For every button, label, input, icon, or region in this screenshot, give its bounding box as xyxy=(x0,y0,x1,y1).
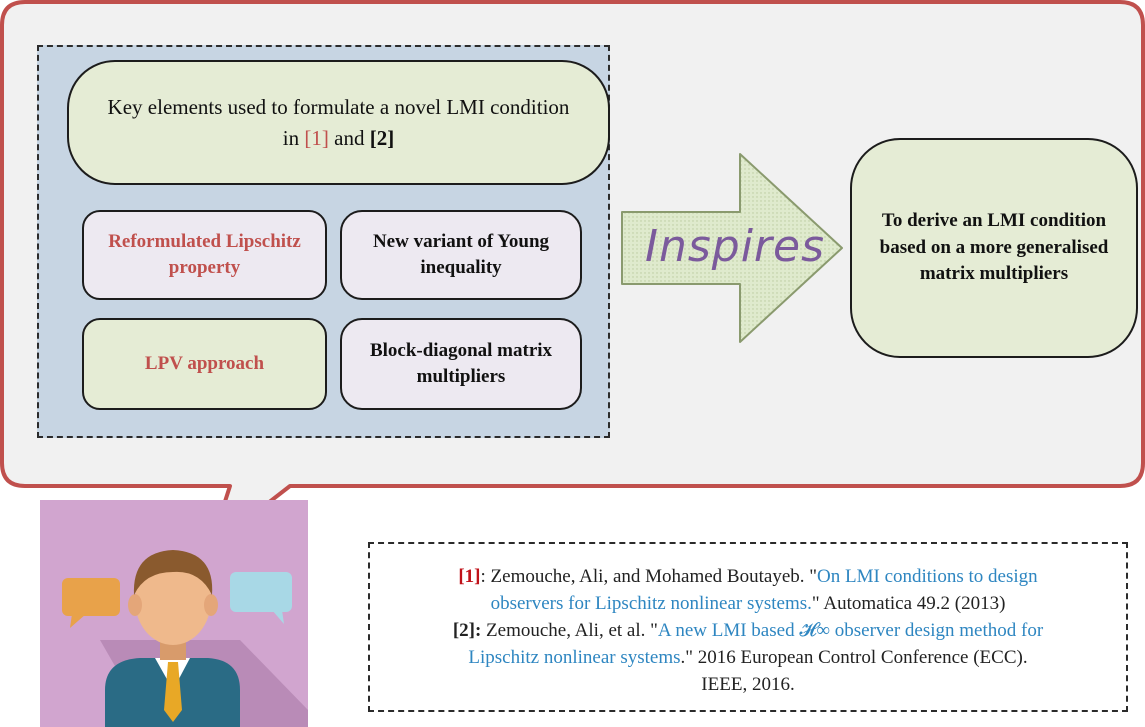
young-inequality-label: New variant of Young inequality xyxy=(372,231,550,278)
reference-2-authors: Zemouche, Ali, et al. " xyxy=(481,619,658,641)
reference-2-title-b[interactable]: Lipschitz nonlinear systems xyxy=(468,646,681,668)
heading-and: and xyxy=(334,125,365,150)
reference-1-authors: : Zemouche, Ali, and Mohamed Boutayeb. " xyxy=(480,566,818,587)
result-box: To derive an LMI condition based on a mo… xyxy=(850,138,1138,358)
speech-bubble-orange-icon xyxy=(62,578,120,628)
reference-2-title-a[interactable]: A new LMI based 𝓗∞ observer design metho… xyxy=(657,619,1044,641)
reference-2-tail: ." 2016 European Control Conference (ECC… xyxy=(680,646,1028,668)
lpv-approach-box: LPV approach xyxy=(82,318,327,410)
reference-2-line1: [2]: Zemouche, Ali, et al. "A new LMI ba… xyxy=(394,618,1102,645)
inspires-label: Inspires xyxy=(644,220,826,272)
reference-1-title-a[interactable]: On LMI conditions to design xyxy=(817,566,1038,587)
reference-1-line1: [1]: Zemouche, Ali, and Mohamed Boutayeb… xyxy=(394,564,1102,591)
reformulated-lipschitz-label: Reformulated Lipschitz property xyxy=(108,231,301,278)
lpv-approach-label: LPV approach xyxy=(144,353,265,375)
reformulated-lipschitz-box: Reformulated Lipschitz property xyxy=(82,210,327,300)
reference-1-line2: observers for Lipschitz nonlinear system… xyxy=(394,591,1102,618)
ref2-marker: [2] xyxy=(369,125,395,150)
inspires-arrow xyxy=(621,153,843,343)
person-tile xyxy=(40,500,308,727)
reference-2-line3: IEEE, 2016. xyxy=(701,673,795,695)
references-box: [1]: Zemouche, Ali, and Mohamed Boutayeb… xyxy=(368,542,1128,712)
reference-1-tail: " Automatica 49.2 (2013) xyxy=(811,592,1006,614)
result-label: To derive an LMI condition based on a mo… xyxy=(879,210,1109,285)
block-diagonal-box: Block-diagonal matrix multipliers xyxy=(340,318,582,410)
reference-2-label: [2]: xyxy=(452,619,482,641)
heading-line1: Key elements used to formulate a novel L… xyxy=(107,95,570,120)
block-diagonal-label: Block-diagonal matrix multipliers xyxy=(369,340,553,387)
key-elements-heading-box: Key elements used to formulate a novel L… xyxy=(67,60,610,185)
reference-2-line2: Lipschitz nonlinear systems." 2016 Europ… xyxy=(394,645,1102,672)
arrow-shape xyxy=(621,153,843,343)
reference-1-title-b[interactable]: observers for Lipschitz nonlinear system… xyxy=(490,592,812,614)
person-speaking-icon xyxy=(62,550,308,727)
reference-1-label: [1] xyxy=(458,566,481,587)
ref1-marker: [1] xyxy=(304,125,329,150)
speech-bubble-blue-icon xyxy=(230,572,292,624)
heading-in: in xyxy=(282,125,300,150)
key-elements-heading: Key elements used to formulate a novel L… xyxy=(108,92,570,153)
young-inequality-box: New variant of Young inequality xyxy=(340,210,582,300)
